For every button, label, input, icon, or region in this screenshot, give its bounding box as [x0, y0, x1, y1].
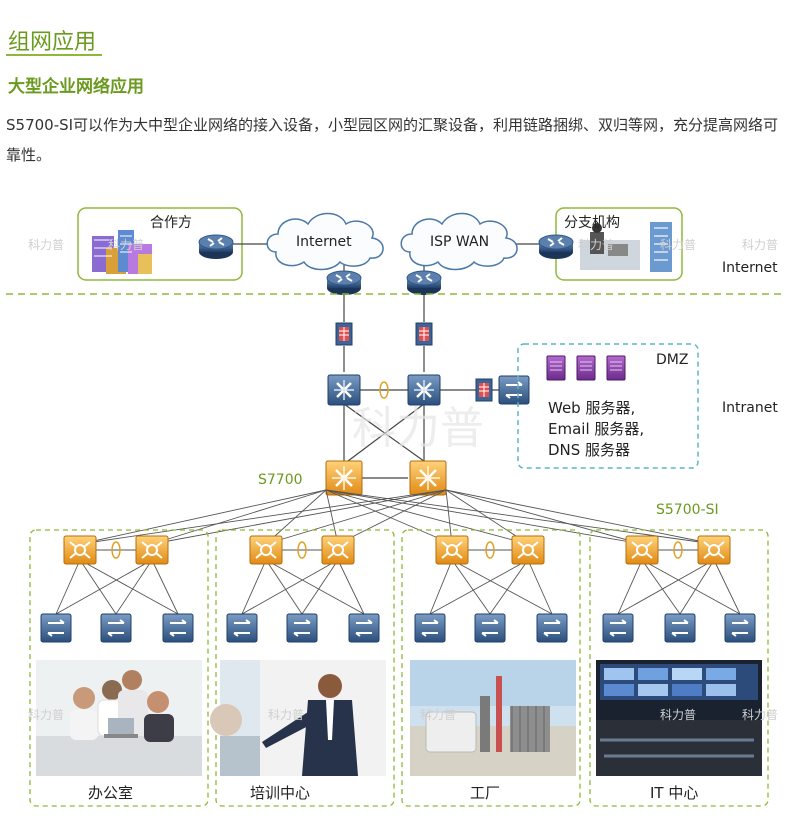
- access-switch-icon: [474, 613, 506, 643]
- aggregation-switch-icon: [249, 535, 283, 565]
- uplinks: [79, 489, 715, 545]
- site-label-it: IT 中心: [650, 784, 699, 802]
- aggregation-switch-icon: [63, 535, 97, 565]
- access-switch-icon: [664, 613, 696, 643]
- branch-office-image: [580, 222, 672, 272]
- partner-buildings-image: [92, 230, 152, 274]
- page-title: 组网应用: [8, 30, 97, 55]
- site-box-office: [29, 529, 209, 807]
- branch-label: 分支机构: [564, 215, 620, 231]
- router-icon: [538, 234, 574, 260]
- factory-photo: [410, 660, 576, 776]
- router-icon: [198, 234, 234, 260]
- site-label-office: 办公室: [88, 784, 134, 802]
- office-photo: [36, 660, 202, 776]
- aggregation-switch-icon: [135, 535, 169, 565]
- site-box-factory: [401, 529, 581, 807]
- site-box-it: [589, 529, 769, 807]
- dmz-server-web: Web 服务器,: [548, 399, 636, 417]
- section-subtitle: 大型企业网络应用: [8, 77, 144, 97]
- training-center-photo: [210, 660, 386, 776]
- access-switch-icon: [724, 613, 756, 643]
- site-label-factory: 工厂: [470, 784, 501, 802]
- watermark-text: 科力普: [660, 238, 697, 252]
- watermark-text: 科力普: [28, 238, 65, 252]
- access-links: [55, 549, 741, 615]
- it-center-photo: [596, 660, 762, 776]
- access-switch-icon: [414, 613, 446, 643]
- watermark-large: 科力普: [352, 403, 484, 454]
- zone-intranet-label: Intranet: [722, 400, 778, 416]
- aggregation-switch-icon: [625, 535, 659, 565]
- wan-links: [216, 243, 556, 479]
- s7700-switch-icon: [408, 459, 448, 497]
- s7700-switch-icon: [324, 459, 364, 497]
- link-aggregation-icons: [111, 541, 683, 559]
- server-icon: [606, 355, 626, 381]
- internet-cloud-label: Internet: [296, 234, 352, 250]
- intro-paragraph: S5700-SI可以作为大中型企业网络的接入设备，小型园区网的汇聚设备，利用链路…: [6, 116, 779, 164]
- isp-wan-cloud-label: ISP WAN: [430, 234, 490, 250]
- aggregation-switch-icon: [321, 535, 355, 565]
- router-icon: [326, 270, 362, 296]
- access-switch-icon: [536, 613, 568, 643]
- dmz-server-dns: DNS 服务器: [548, 441, 631, 459]
- site-box-training: [215, 529, 395, 807]
- aggregation-switch-icon: [511, 535, 545, 565]
- watermark-text: 科力普: [660, 708, 697, 722]
- dmz-server-email: Email 服务器,: [548, 420, 645, 438]
- core-switch-label: S7700: [258, 472, 303, 488]
- watermark-text: 科力普: [28, 708, 65, 722]
- access-switch-icon: [602, 613, 634, 643]
- zone-internet-label: Internet: [722, 260, 778, 276]
- server-icon: [576, 355, 596, 381]
- site-label-training: 培训中心: [250, 784, 311, 802]
- access-switch-icon: [162, 613, 194, 643]
- watermark-text: 科力普: [578, 238, 615, 252]
- dmz-switch-icon: [498, 375, 530, 405]
- firewall-icon: [415, 322, 433, 346]
- access-switch-label: S5700-SI: [656, 502, 719, 518]
- access-switch-icon: [100, 613, 132, 643]
- aggregation-switch-icon: [697, 535, 731, 565]
- watermark-text: 科力普: [268, 708, 305, 722]
- dmz-box: [517, 343, 699, 469]
- partner-label: 合作方: [150, 215, 192, 231]
- access-switch-icon: [40, 613, 72, 643]
- router-icon: [406, 270, 442, 296]
- access-switch-icon: [286, 613, 318, 643]
- title-underline: [6, 54, 102, 56]
- dmz-label: DMZ: [656, 352, 689, 368]
- access-switch-icon: [226, 613, 258, 643]
- watermark-text: 科力普: [420, 708, 457, 722]
- watermark-text: 科力普: [742, 708, 779, 722]
- aggregation-switch-icon: [435, 535, 469, 565]
- dmz-server-list: Web 服务器, Email 服务器, DNS 服务器: [548, 398, 644, 461]
- access-switch-icon: [348, 613, 380, 643]
- server-icon: [546, 355, 566, 381]
- watermark-text: 科力普: [108, 238, 145, 252]
- watermark-text: 科力普: [742, 238, 779, 252]
- link-aggregation-icon: [379, 381, 389, 399]
- firewall-icon: [335, 322, 353, 346]
